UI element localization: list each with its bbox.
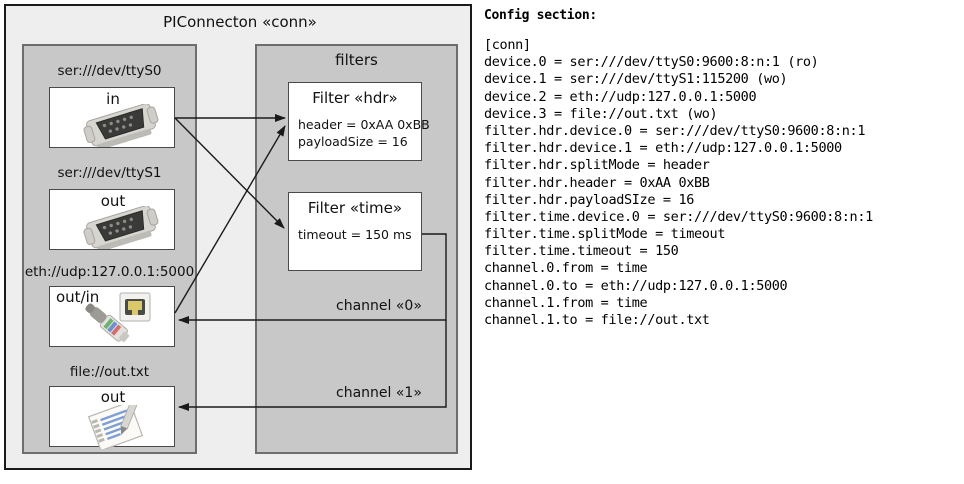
config-line: filter.time.device.0 = ser:///dev/ttyS0:… (484, 208, 873, 225)
device-direction-label: out (100, 192, 126, 210)
ethernet-jack-icon (85, 292, 151, 342)
config-line: filter.hdr.device.0 = ser:///dev/ttyS0:9… (484, 122, 866, 139)
device-direction-label: in (106, 90, 120, 108)
config-line: [conn] (484, 37, 531, 53)
device-label-eth-udp: eth://udp:127.0.0.1:5000 (24, 264, 195, 280)
serial-port-icon (83, 206, 159, 249)
filter-box-hdr[interactable]: Filter «hdr» header = 0xAA 0xBB payloadS… (288, 82, 430, 161)
device-label-ser-ttys0: ser:///dev/ttyS0 (57, 63, 162, 79)
config-line: filter.hdr.header = 0xAA 0xBB (484, 174, 710, 191)
config-line: filter.time.timeout = 150 (484, 243, 679, 260)
device-direction-label: out (100, 388, 126, 406)
filter-title: Filter «hdr» (312, 89, 398, 107)
text-file-icon (87, 405, 144, 449)
device-direction-label: out/in (56, 288, 100, 306)
config-line: device.3 = file://out.txt (wo) (484, 105, 718, 122)
serial-port-icon (83, 104, 159, 147)
device-box-ser-ttys1[interactable]: out (49, 189, 175, 250)
connector-diagram: PIConnecton «conn» ser:///dev/ttyS0 in (4, 4, 472, 470)
filter-box-time[interactable]: Filter «time» timeout = 150 ms (288, 192, 422, 271)
filter-property: header = 0xAA 0xBB (298, 117, 430, 132)
config-heading: Config section: (484, 8, 597, 23)
config-line: device.1 = ser:///dev/ttyS1:115200 (wo) (484, 71, 788, 88)
config-line: filter.time.splitMode = timeout (484, 226, 726, 243)
channel-label-0: channel «0» (336, 298, 422, 314)
config-lines-list: [conn]device.0 = ser:///dev/ttyS0:9600:8… (484, 37, 960, 329)
device-box-ser-ttys0[interactable]: in (49, 87, 175, 148)
config-line: channel.0.from = time (484, 260, 648, 277)
config-line: filter.hdr.device.1 = eth://udp:127.0.0.… (484, 140, 842, 157)
config-line: device.0 = ser:///dev/ttyS0:9600:8:n:1 (… (484, 54, 819, 71)
filter-title: Filter «time» (307, 199, 403, 217)
channel-label-1: channel «1» (336, 385, 422, 401)
device-box-file-out[interactable]: out (49, 386, 175, 449)
device-label-file-out: file://out.txt (69, 364, 150, 380)
config-line: channel.1.from = time (484, 294, 648, 311)
config-line: device.2 = eth://udp:127.0.0.1:5000 (484, 88, 757, 105)
diagram-title: PIConnecton «conn» (163, 13, 317, 31)
config-line: filter.hdr.payloadSIze = 16 (484, 191, 694, 208)
device-label-ser-ttys1: ser:///dev/ttyS1 (57, 165, 162, 181)
device-box-eth-udp[interactable]: out/in (49, 286, 175, 347)
config-line: channel.1.to = file://out.txt (484, 312, 710, 328)
config-section: Config section: [conn]device.0 = ser:///… (484, 8, 960, 329)
filter-property: timeout = 150 ms (298, 227, 412, 242)
config-line: filter.hdr.splitMode = header (484, 157, 710, 174)
config-line: channel.0.to = eth://udp:127.0.0.1:5000 (484, 277, 788, 294)
filters-panel-title: filters (335, 51, 378, 69)
filter-property: payloadSize = 16 (298, 134, 408, 149)
